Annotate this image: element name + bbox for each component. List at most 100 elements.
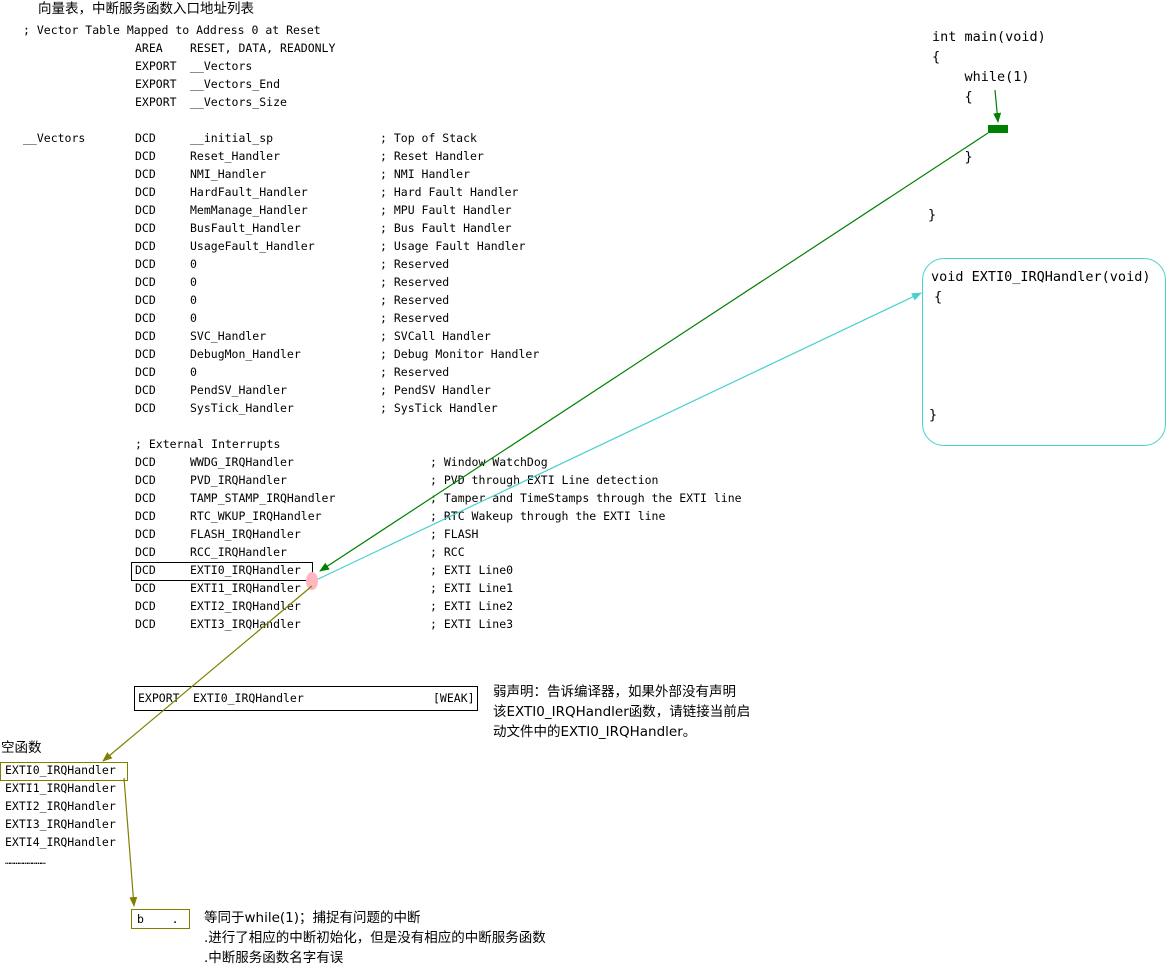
empty-to-branch-arrow <box>123 777 138 907</box>
vector-comment: ; Window WatchDog <box>430 455 548 469</box>
weak-export-box: EXPORT EXTI0_IRQHandler [WEAK] <box>134 686 478 711</box>
vector-dcd: DCD <box>135 329 156 343</box>
vector-comment: ; Reserved <box>380 293 450 307</box>
header-area-val: RESET, DATA, READONLY <box>190 41 336 55</box>
header-area-kw: AREA <box>135 41 163 55</box>
vector-handler: 0 <box>190 311 197 325</box>
vector-comment: ; EXTI Line0 <box>430 563 514 577</box>
empty-function-label: 空函数 <box>1 740 42 756</box>
vector-handler: 0 <box>190 275 197 289</box>
external-interrupts-header: ; External Interrupts <box>135 437 281 451</box>
vectors-label: __Vectors <box>23 131 86 145</box>
empty-handler-item: EXTI4_IRQHandler <box>5 835 116 849</box>
vector-handler: EXTI3_IRQHandler <box>190 617 301 631</box>
main-code-line: while(1) <box>932 69 1030 85</box>
vector-comment: ; Tamper and TimeStamps through the EXTI… <box>430 491 742 505</box>
header-export-kw: EXPORT <box>135 77 177 91</box>
vector-handler: HardFault_Handler <box>190 185 308 199</box>
vector-handler: PendSV_Handler <box>190 383 287 397</box>
header-export-val: __Vectors_Size <box>190 95 287 109</box>
vector-handler: 0 <box>190 257 197 271</box>
vector-dcd: DCD <box>135 455 156 469</box>
vector-dcd: DCD <box>135 383 156 397</box>
vector-comment: ; RTC Wakeup through the EXTI line <box>430 509 666 523</box>
vector-dcd: DCD <box>135 167 156 181</box>
header-comment: ; Vector Table Mapped to Address 0 at Re… <box>23 23 321 37</box>
branch-instruction: b . <box>137 912 179 926</box>
interrupt-jump-arrow <box>319 132 989 572</box>
vector-comment: ; Reserved <box>380 275 450 289</box>
vector-dcd: DCD <box>135 491 156 505</box>
vector-dcd: DCD <box>135 131 156 145</box>
vector-handler: MemManage_Handler <box>190 203 308 217</box>
empty-handler-item: EXTI0_IRQHandler <box>5 763 116 777</box>
weak-export-name: EXTI0_IRQHandler <box>193 691 304 705</box>
vector-to-empty-arrow <box>102 585 313 762</box>
empty-handler-item: EXTI3_IRQHandler <box>5 817 116 831</box>
vector-dcd: DCD <box>135 221 156 235</box>
vector-handler: SVC_Handler <box>190 329 267 343</box>
vector-comment: ; SVCall Handler <box>380 329 491 343</box>
vector-comment: ; Reset Handler <box>380 149 484 163</box>
vector-comment: ; EXTI Line3 <box>430 617 514 631</box>
vector-handler: NMI_Handler <box>190 167 267 181</box>
vector-dcd: DCD <box>135 149 156 163</box>
weak-export-keyword: EXPORT <box>138 691 180 705</box>
header-export-val: __Vectors_End <box>190 77 281 91</box>
vector-comment: ; Reserved <box>380 257 450 271</box>
vector-comment: ; PVD through EXTI Line detection <box>430 473 659 487</box>
vector-dcd: DCD <box>135 599 156 613</box>
vector-dcd: DCD <box>135 617 156 631</box>
current-execution-marker <box>988 125 1008 133</box>
branch-note-line: .进行了相应的中断初始化，但是没有相应的中断服务函数 <box>204 930 546 946</box>
branch-note-line: 等同于while(1)；捕捉有问题的中断 <box>204 910 421 926</box>
diagram-title: 向量表，中断服务函数入口地址列表 <box>38 1 254 17</box>
header-export-kw: EXPORT <box>135 95 177 109</box>
vector-comment: ; RCC <box>430 545 465 559</box>
irq-code-line: { <box>934 289 943 305</box>
vector-dcd: DCD <box>135 527 156 541</box>
vector-comment: ; Top of Stack <box>380 131 477 145</box>
weak-note-line: 弱声明：告诉编译器，如果外部没有声明 <box>493 684 736 700</box>
vector-handler: BusFault_Handler <box>190 221 301 235</box>
vector-handler: UsageFault_Handler <box>190 239 315 253</box>
vector-dcd: DCD <box>135 311 156 325</box>
branch-note-line: .中断服务函数名字有误 <box>204 950 344 966</box>
vector-dcd: DCD <box>135 257 156 271</box>
vector-dcd: DCD <box>135 347 156 361</box>
vector-handler: FLASH_IRQHandler <box>190 527 301 541</box>
header-export-val: __Vectors <box>190 59 253 73</box>
vector-dcd: DCD <box>135 185 156 199</box>
vector-comment: ; MPU Fault Handler <box>380 203 512 217</box>
vector-dcd: DCD <box>135 275 156 289</box>
main-code-line: { <box>932 49 941 65</box>
main-code-line: int main(void) <box>932 29 1046 45</box>
vector-handler: 0 <box>190 293 197 307</box>
vector-dcd: DCD <box>135 239 156 253</box>
vector-comment: ; Usage Fault Handler <box>380 239 526 253</box>
vector-handler: __initial_sp <box>190 131 274 145</box>
vector-comment: ; Hard Fault Handler <box>380 185 519 199</box>
vector-comment: ; PendSV Handler <box>380 383 491 397</box>
weak-note-line: 该EXTI0_IRQHandler函数，请链接当前启 <box>493 704 751 720</box>
vector-comment: ; FLASH <box>430 527 479 541</box>
vector-comment: ; SysTick Handler <box>380 401 498 415</box>
empty-handler-item: EXTI1_IRQHandler <box>5 781 116 795</box>
vector-comment: ; Reserved <box>380 365 450 379</box>
exti0-empty-highlight <box>0 762 128 781</box>
irq-code-line: } <box>929 407 938 423</box>
vector-dcd: DCD <box>135 473 156 487</box>
vector-dcd: DCD <box>135 203 156 217</box>
vector-comment: ; Bus Fault Handler <box>380 221 512 235</box>
ellipsis: ……………………… <box>5 857 46 867</box>
vector-comment: ; Debug Monitor Handler <box>380 347 540 361</box>
vector-dcd: DCD <box>135 545 156 559</box>
vector-handler: EXTI0_IRQHandler <box>190 563 301 577</box>
vector-dcd: DCD <box>135 401 156 415</box>
header-export-kw: EXPORT <box>135 59 177 73</box>
vector-handler: EXTI2_IRQHandler <box>190 599 301 613</box>
main-code-line: } <box>928 207 937 223</box>
while-pointer-arrow <box>993 89 1002 123</box>
vector-handler: RTC_WKUP_IRQHandler <box>190 509 322 523</box>
vector-comment: ; EXTI Line2 <box>430 599 514 613</box>
